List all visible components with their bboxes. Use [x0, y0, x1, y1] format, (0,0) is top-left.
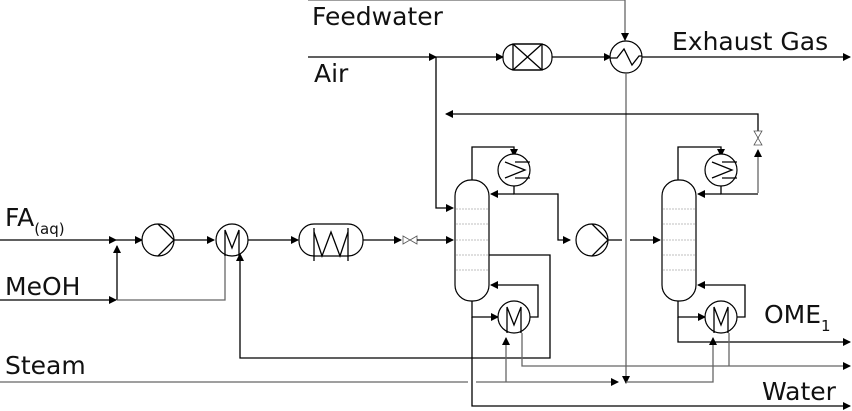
feedwater-label: Feedwater — [312, 2, 444, 31]
reboiler-1 — [236, 253, 851, 382]
ome1-label: OME1 — [764, 300, 831, 335]
water-label: Water — [762, 377, 837, 406]
catalytic-combustor — [502, 43, 553, 71]
fa-label: FA(aq) — [5, 203, 65, 238]
condenser-2 — [677, 146, 758, 198]
feed-preheater — [215, 223, 249, 257]
steam-line — [0, 337, 717, 382]
recycle-valve — [753, 130, 763, 193]
reactor — [298, 223, 364, 261]
feed-pump — [141, 223, 175, 257]
column1-bottoms-line — [471, 317, 851, 410]
column-1 — [454, 179, 490, 302]
recycle-line — [435, 57, 759, 212]
feedwater-line — [308, 0, 629, 41]
condenser-1 — [471, 146, 571, 244]
exhaust-gas-label: Exhaust Gas — [672, 27, 828, 56]
air-label: Air — [314, 59, 349, 88]
column-2 — [661, 179, 697, 302]
throttle-valve — [402, 235, 418, 245]
steam-label: Steam — [5, 351, 86, 380]
reboiler-2 — [677, 281, 851, 366]
transfer-pump — [575, 223, 660, 257]
meoh-feed-line — [0, 243, 226, 304]
meoh-label: MeOH — [5, 272, 80, 301]
waste-heat-boiler — [609, 40, 643, 74]
